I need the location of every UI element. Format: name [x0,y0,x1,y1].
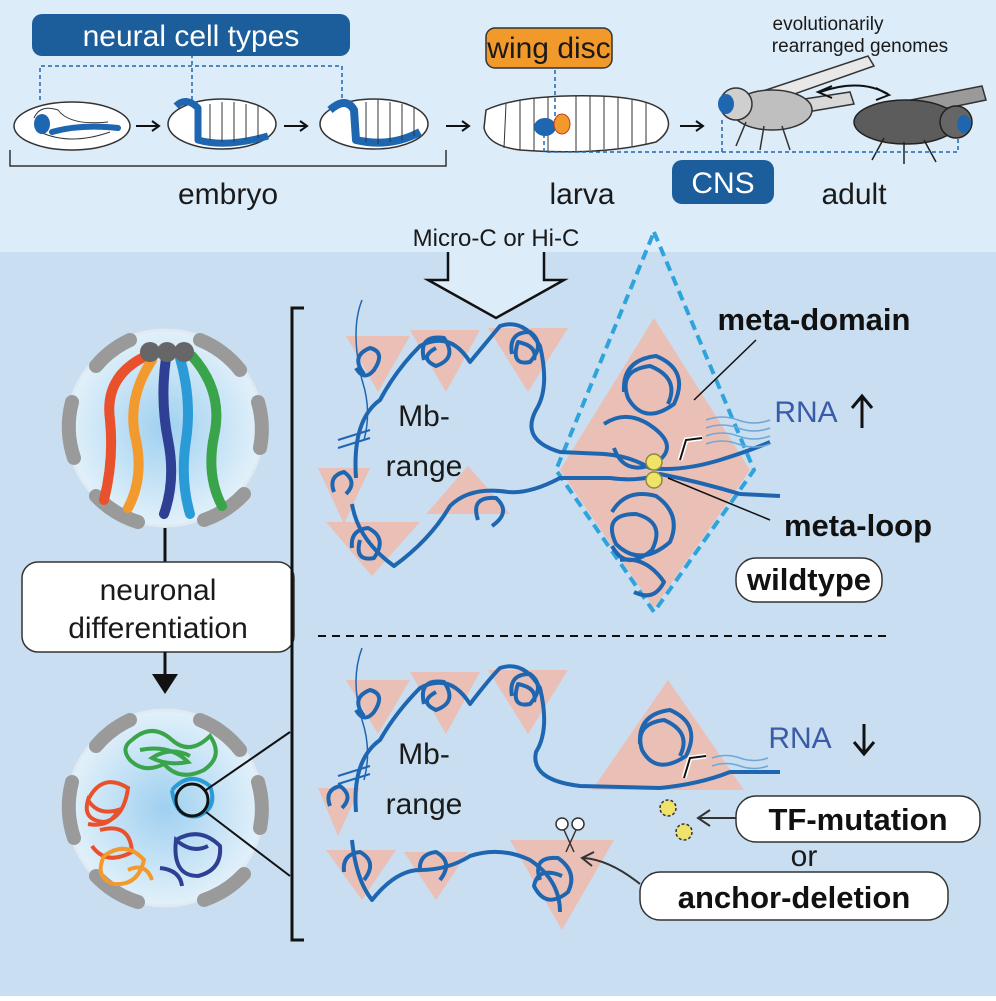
down-arrowhead-icon [152,674,178,694]
rna-waves [711,754,769,770]
embryo-stage-3 [319,98,429,150]
wildtype-label: wildtype [746,562,871,597]
evolutionary-label-line1: evolutionarily [773,14,884,35]
cns-label: CNS [691,167,754,200]
scissors-icon [555,817,585,853]
nucleus-undifferentiated [61,328,269,529]
cns-badge [672,160,774,204]
meta-domain-outline [553,226,757,616]
anchor-dot [645,471,663,489]
tf-mutation-badge [735,795,981,843]
adult-label: adult [821,178,887,211]
rna-down-label: RNA [768,722,831,755]
neural-cell-types-badge [32,14,350,56]
break-mark [337,765,371,777]
mb-range-label-line2: range [386,450,463,483]
zoom-line [205,731,291,791]
lost-meta-domain-shape [592,680,744,790]
nucleus-differentiated [61,708,269,909]
promoter-arrow-outline [679,437,703,461]
wildtype-chromatin [330,322,781,598]
thin-fiber [355,299,369,441]
arrow-up-icon [850,393,874,428]
arrow-icon [680,120,705,132]
swap-arrow-icon [815,84,892,101]
arrow-icon [446,120,471,132]
connector-lines [39,54,959,153]
break-mark [337,437,371,449]
meta-domain-label: meta-domain [718,302,911,337]
embryo-stage-2 [167,98,277,150]
method-label: Micro-C or Hi-C [413,225,580,252]
wildtype-badge [735,557,883,603]
tf-mutation-label: TF-mutation [768,802,947,837]
meta-domain-pointer [693,339,757,401]
down-arrow-icon [423,252,569,320]
fly-dark [853,85,987,164]
zoom-line [205,811,291,877]
wing-disc-label: wing disc [486,32,610,65]
arrow-icon [284,120,309,132]
larva [483,95,670,153]
evolutionary-label-line2: rearranged genomes [772,36,948,57]
mb-range-label-line2: range [386,788,463,821]
embryo-bracket [9,150,447,167]
or-label: or [791,840,818,873]
mutant-chromatin [326,664,780,913]
wing-disc-badge [485,27,613,69]
anchor-deletion-badge [639,871,949,921]
tf-dot [659,799,677,817]
tf-dot [675,823,693,841]
embryo-label: embryo [178,178,278,211]
embryo-stage-1 [13,101,131,151]
mb-range-label-line1: Mb- [398,738,450,771]
thin-fiber [355,647,369,781]
anchor-dot [645,453,663,471]
larva-label: larva [549,178,614,211]
differentiation-label-line2: differentiation [68,612,248,645]
break-mark [337,773,371,785]
meta-loop-label: meta-loop [784,508,932,543]
panel-bracket [290,306,304,942]
differentiation-box [21,561,295,653]
anchor-deletion-label: anchor-deletion [678,880,911,915]
mb-range-label-line1: Mb- [398,400,450,433]
arrow-down-icon [852,724,876,757]
neural-cell-types-label: neural cell types [83,20,300,53]
deletion-arrow-icon [580,851,641,885]
break-mark [337,429,371,441]
meta-loop-pointer [667,477,771,521]
tf-arrow-icon [696,809,736,827]
fly-light [718,55,876,151]
rna-waves [705,416,771,448]
promoter-arrow-outline [683,755,707,779]
arrow-icon [136,120,161,132]
rna-up-label: RNA [774,396,837,429]
differentiation-label-line1: neuronal [100,574,217,607]
